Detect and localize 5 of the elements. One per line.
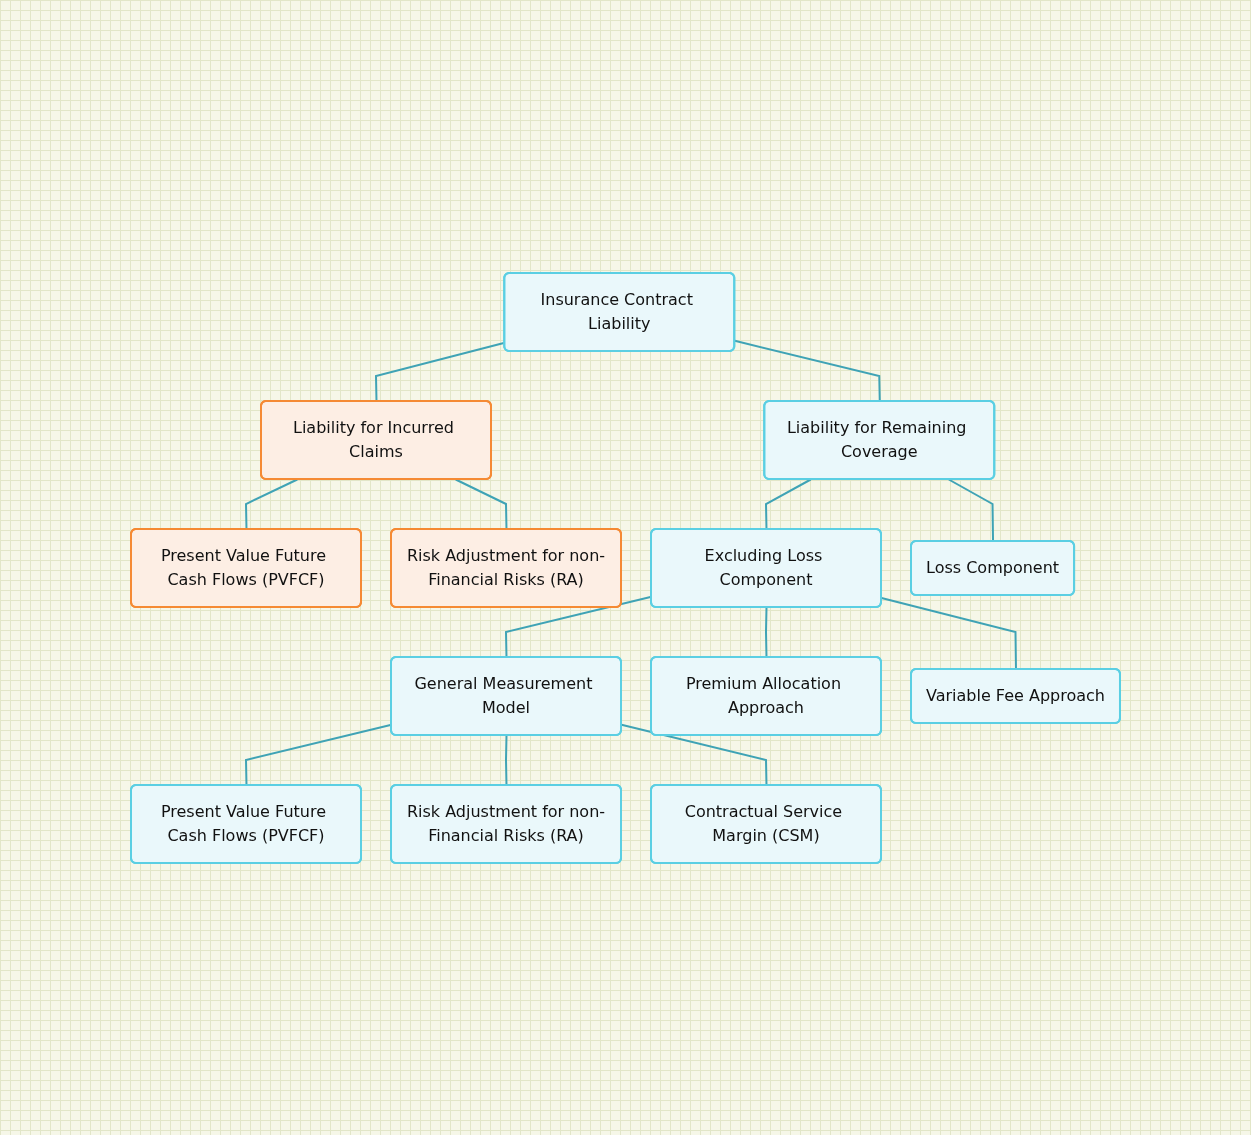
connector bbox=[765, 478, 812, 530]
connector bbox=[505, 734, 508, 786]
connector bbox=[765, 606, 768, 658]
connector bbox=[245, 478, 299, 530]
connector bbox=[454, 478, 508, 530]
